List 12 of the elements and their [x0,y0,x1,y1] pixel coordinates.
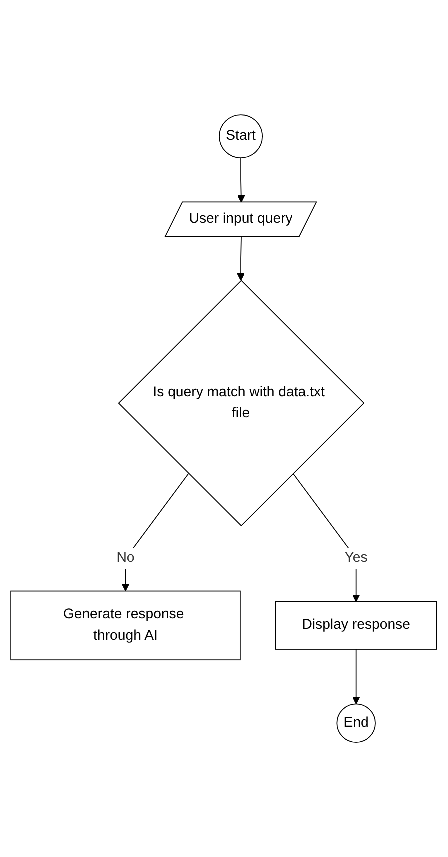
arrow [292,472,360,602]
arrow [122,472,190,592]
node-box: Display response [275,601,438,650]
node-box: Generate response through AI [10,590,241,660]
node-circle: End [336,703,376,743]
arrow [237,236,245,281]
arrow [352,648,360,704]
node-circle: Start [219,114,263,158]
node-diamond: Is query match with data.txt file [118,280,365,526]
edge-label: Yes [344,550,368,566]
edge-label: No [116,550,135,566]
arrow [237,157,246,203]
